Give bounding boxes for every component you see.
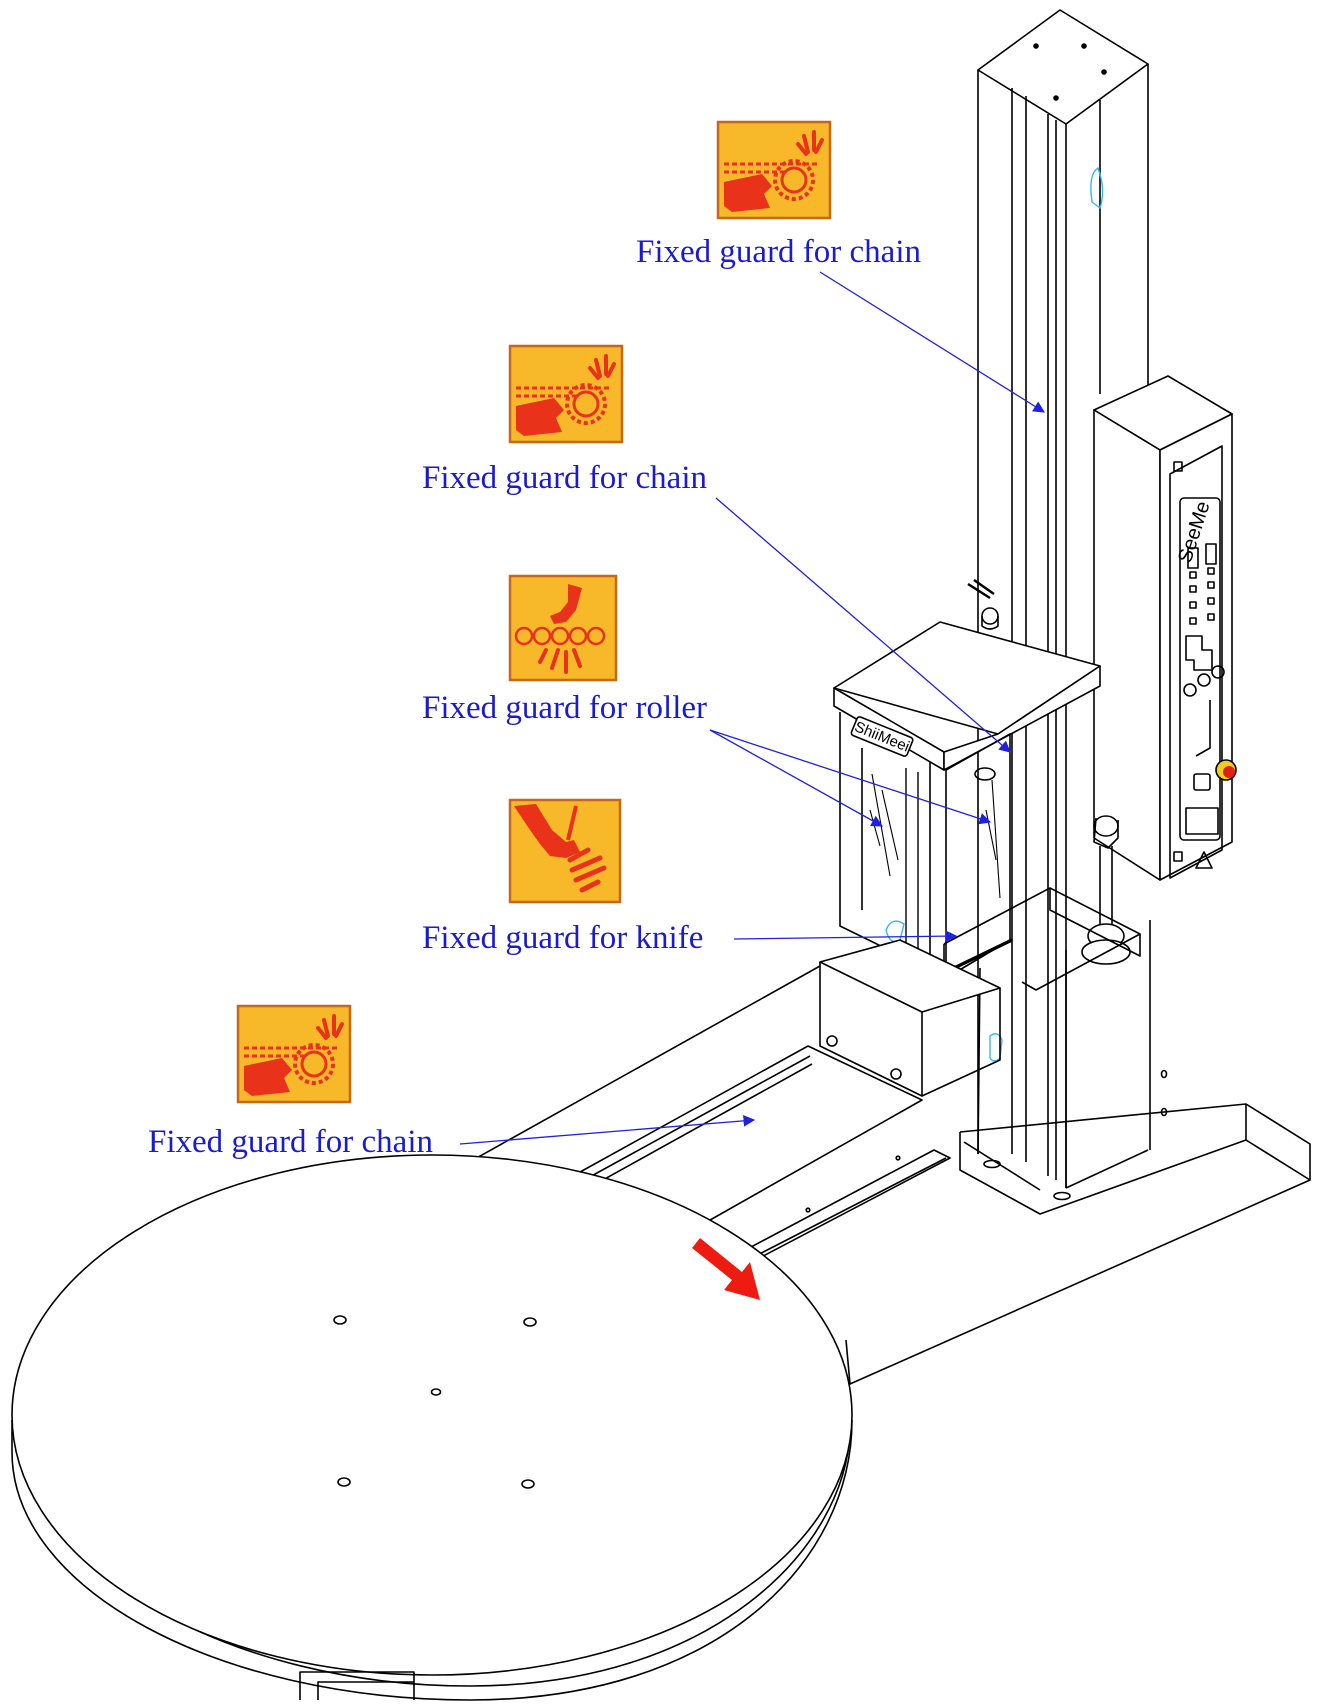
callout-roller-guard — [508, 574, 992, 827]
lower-column — [977, 920, 1168, 1189]
mast-tower — [977, 9, 1149, 1188]
chain-entanglement-hazard-icon — [236, 1004, 352, 1104]
control-box: SeeMe — [1093, 375, 1237, 881]
chain-entanglement-hazard-icon — [508, 344, 624, 444]
callout-label-chain-guard-mast-top: Fixed guard for chain — [636, 234, 921, 270]
callout-label-knife-guard: Fixed guard for knife — [422, 920, 704, 956]
leader-line — [819, 271, 1045, 413]
cutting-blade-hazard-icon — [510, 800, 620, 902]
callout-label-chain-guard-base: Fixed guard for chain — [148, 1124, 433, 1160]
callout-chain-guard-mast-top — [716, 120, 1045, 413]
callout-label-roller-guard: Fixed guard for roller — [422, 690, 707, 726]
leader-line — [715, 497, 1011, 753]
leader-line — [459, 1115, 756, 1145]
chain-entanglement-hazard-icon — [716, 120, 832, 220]
base-rails — [447, 965, 1311, 1385]
rotation-arrow-icon — [692, 1238, 760, 1300]
roller-crush-hazard-icon — [508, 574, 618, 682]
callout-chain-guard-base — [236, 1004, 756, 1145]
callout-chain-guard-carriage — [508, 344, 1011, 753]
leader-line — [733, 930, 958, 942]
callout-label-chain-guard-carriage: Fixed guard for chain — [422, 460, 707, 496]
film-carriage: ShiiMeei — [833, 578, 1101, 979]
turntable — [11, 1154, 853, 1701]
motor-housing — [819, 939, 1001, 1097]
callout-knife-guard — [510, 800, 958, 942]
stretch-wrapper-machine: SeeMe — [11, 9, 1311, 1701]
leader-line — [709, 729, 884, 827]
leader-line — [709, 729, 992, 825]
